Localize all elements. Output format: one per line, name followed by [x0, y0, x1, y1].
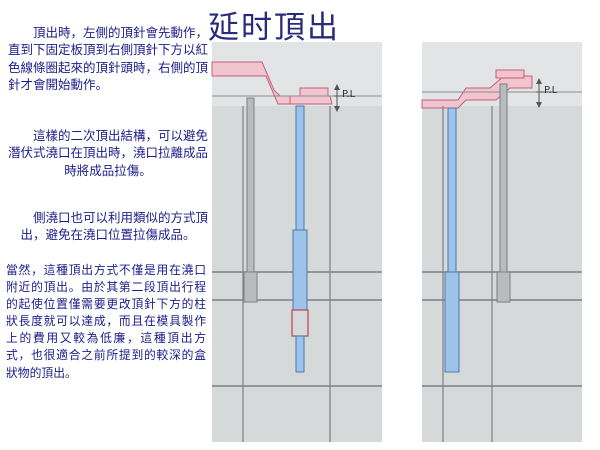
right-second-pin-head: [496, 271, 511, 303]
right-mold-diagram: P.L: [421, 42, 582, 442]
right-second-ejector-pin: [499, 83, 508, 273]
right-pl-arrowhead-down: [536, 102, 542, 108]
paragraph-side-gate: 側澆口也可以利用類似的方式頂出，避免在澆口位置拉傷成品。: [20, 210, 209, 243]
right-pl-label: P.L: [544, 85, 558, 96]
left-pl-arrowhead-down: [334, 106, 340, 112]
left-first-pin-head: [243, 271, 258, 303]
left-second-pin-stem: [292, 229, 308, 311]
right-runner: [495, 69, 525, 79]
right-first-pin-stem: [444, 271, 460, 373]
left-pl-label: P.L: [342, 89, 356, 100]
left-runner: [299, 87, 329, 97]
left-gate: [289, 95, 333, 105]
left-second-pin-base: [295, 335, 305, 373]
left-first-ejector-pin: [246, 97, 255, 273]
left-mold-diagram: P.L: [211, 42, 382, 442]
left-pl-arrowhead-up: [334, 84, 340, 90]
paragraph-cost-explanation: 當然，這種頂出方式不僅是用在澆口附近的頂出。由於其第二段頂出行程的起使位置僅需要…: [6, 263, 206, 380]
paragraph-delay-ejection: 頂出時，左側的頂針會先動作，直到下固定板頂到右側頂針下方以紅色線條圈起來的頂針頭…: [8, 25, 209, 92]
right-first-ejector-pin: [447, 107, 457, 273]
right-pl-arrowhead-up: [536, 78, 542, 84]
paragraph-two-stage-ejection: 這樣的二次頂出結構，可以避免潛伏式澆口在頂出時，澆口拉離成品時將成品拉傷。: [8, 128, 209, 178]
left-second-ejector-pin: [295, 105, 305, 231]
page-title: 延时頂出: [208, 10, 340, 46]
